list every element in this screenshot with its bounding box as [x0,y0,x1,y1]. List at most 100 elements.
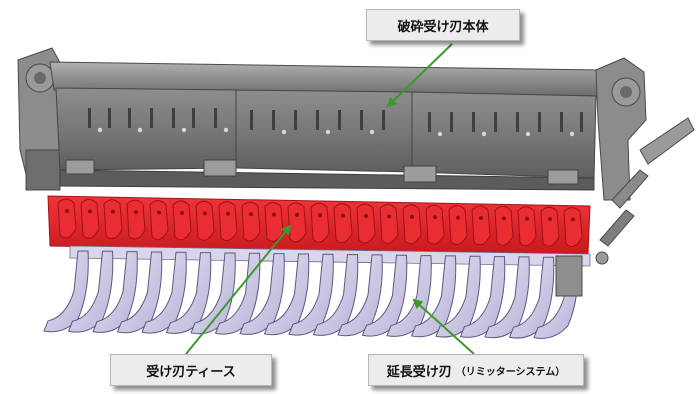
tooth-bolt [295,212,299,217]
blade-tooth [540,206,560,247]
tooth-bolt [134,210,138,215]
blade-tooth [195,200,215,241]
body-bolt-hole [569,131,575,137]
body-slot [150,108,153,128]
tooth-bolt [548,217,552,222]
body-slot [272,110,275,130]
body-slot [316,110,319,130]
tooth-bolt [226,211,230,216]
tooth-bolt [88,209,92,214]
blade-teeth [47,195,591,255]
body-slot [108,108,111,128]
label-blade-teeth: 受け刃ティース [110,354,272,386]
extension-finger [484,256,530,339]
extension-finger [361,254,408,337]
tooth-bolt [410,214,414,219]
body-slot [360,110,363,130]
leader-arrows [185,43,475,355]
finger-row [43,250,579,339]
blade-tooth [264,201,284,242]
body-bolt-hole [281,129,287,135]
body-bolt-hole [437,131,443,137]
body-slot [294,110,297,130]
extension-finger [190,252,236,335]
body-slot [88,108,91,128]
blade-tooth [448,205,468,246]
body-slot [450,112,453,132]
extension-finger [141,251,187,334]
extension-finger [288,253,334,336]
blade-tooth [402,204,422,245]
tooth-bolt [180,210,184,215]
blade-tooth [356,203,376,244]
tooth-bolt [157,210,161,215]
blade-tooth [172,200,192,241]
tooth-bolt [203,211,207,216]
tooth-bolt [571,217,575,222]
body-slot [472,112,475,132]
extension-finger [459,256,506,338]
body-slot [428,112,431,132]
body-bolt-hole [223,127,229,133]
body-bolt-hole [525,131,531,137]
tooth-bolt [364,214,368,219]
extension-finger [214,252,261,335]
blade-tooth [425,204,445,245]
blade-tooth [218,201,238,242]
tooth-bolt [433,215,437,220]
tooth-bolt [525,216,529,221]
body-bolt-hole [369,129,375,135]
blade-body [55,87,597,191]
body-bolt-hole [481,131,487,137]
tooth-bolt [502,216,506,221]
tooth-bolt [456,215,460,220]
left-side-bracket [17,47,65,191]
blade-tooth [333,203,353,244]
body-slot [172,108,175,128]
extension-finger [165,252,212,334]
tooth-bolt [249,212,253,217]
body-bolt-hole [137,127,143,133]
tooth-bolt [111,209,115,214]
blade-tooth [310,202,330,243]
blade-tooth [494,205,514,246]
body-bolt-hole [181,127,187,133]
arrow-extension [412,298,475,355]
tooth-bolt [272,212,276,217]
label-extension-text: 延長受け刃 [386,364,452,380]
blade-tooth [517,206,537,247]
body-bolt-hole [97,127,103,133]
extension-finger [116,251,163,334]
tooth-bolt [65,208,69,213]
blade-tooth [241,201,261,242]
body-slot [250,110,253,130]
body-slots [88,108,583,137]
label-blade-body-text: 破砕受け刃本体 [397,19,489,35]
blade-tooth [57,198,77,239]
body-slot [382,110,385,130]
tooth-bolt [341,213,345,218]
body-slot [516,112,519,132]
blade-tooth [149,200,169,240]
body-slot [560,112,563,132]
extension-finger [92,251,138,333]
tooth-bolt [318,213,322,218]
extension-finger [337,254,383,337]
blade-tooth [103,199,123,240]
extension-finger [239,253,285,335]
tooth-bolt [387,214,391,219]
blade-tooth [471,205,491,246]
body-slot [338,110,341,130]
extension-blades [43,245,591,339]
extension-finger [312,254,359,336]
body-slot [494,112,497,132]
body-slot [580,112,583,132]
blade-tooth [126,199,146,240]
arrow-blade-teeth [185,224,292,355]
extension-finger [508,256,555,339]
body-slot [128,108,131,128]
body-slot [538,112,541,132]
arrow-blade-body [386,43,453,108]
label-extension: 延長受け刃 （リミッターシステム） [368,354,584,386]
